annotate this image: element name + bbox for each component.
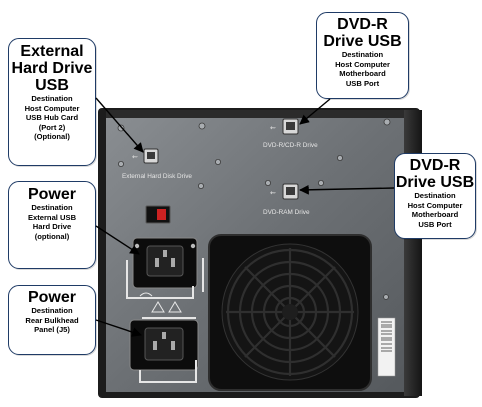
- callout-title-line: External: [20, 43, 84, 60]
- callout-sub-line: Motherboard: [339, 69, 386, 78]
- callout-external-hard-drive-usb: External Hard Drive USB Destination Host…: [8, 38, 96, 166]
- usb-port-dvd-rcdr: ⇜: [270, 118, 299, 135]
- callout-title-line: Drive USB: [323, 33, 402, 50]
- callout-power-external-usb-hdd: Power Destination External USB Hard Driv…: [8, 181, 96, 269]
- cooling-fan: [208, 234, 372, 391]
- callout-title-line: Power: [27, 289, 76, 306]
- callout-sub-line: External USB: [27, 212, 77, 222]
- callout-sub-line: Rear Bulkhead: [25, 315, 79, 325]
- hazard-symbols: [139, 292, 182, 313]
- usb-port-external: ⇜: [132, 148, 159, 164]
- svg-text:⇜: ⇜: [132, 153, 138, 161]
- screws: [117, 118, 391, 300]
- power-switch: [145, 205, 171, 224]
- power-inlet-lower: [129, 317, 199, 383]
- callout-sub-line: (Port 2): [38, 122, 66, 132]
- callout-title-line: Power: [27, 186, 76, 203]
- usb-port-dvd-ram: ⇜: [270, 183, 299, 200]
- callout-sub-line: (optional): [34, 231, 70, 241]
- svg-text:⇜: ⇜: [270, 124, 276, 132]
- callout-sub-line: (Optional): [34, 132, 70, 141]
- port-label-dvd-rcdr: DVD-R/CD-R Drive: [263, 142, 318, 149]
- callout-sub-line: Host Computer: [335, 59, 390, 69]
- callout-title-line: USB: [35, 77, 69, 94]
- callout-sub-line: Host Computer: [407, 200, 463, 210]
- serial-barcode-label: [377, 317, 396, 377]
- callout-sub-line: Host Computer: [24, 103, 80, 113]
- callout-title-line: DVD-R: [337, 16, 388, 33]
- callout-sub-line: Destination: [31, 306, 73, 315]
- callout-dvd-r-drive-usb-top: DVD-R Drive USB Destination Host Compute…: [316, 12, 409, 99]
- callout-sub-line: Destination: [31, 94, 73, 103]
- callout-title-line: Drive USB: [395, 174, 475, 191]
- callout-sub-line: USB Port: [418, 219, 452, 229]
- callout-sub-line: USB Port: [345, 78, 380, 88]
- svg-text:⇜: ⇜: [270, 189, 276, 197]
- callout-dvd-r-drive-usb-right: DVD-R Drive USB Destination Host Compute…: [394, 153, 476, 239]
- callout-sub-line: Hard Drive: [32, 222, 72, 231]
- callout-title-line: Hard Drive: [11, 60, 93, 77]
- callout-sub-line: Destination: [414, 191, 456, 200]
- callout-sub-line: Panel (J5): [34, 325, 70, 334]
- callout-sub-line: Destination: [341, 50, 384, 59]
- callout-sub-line: Destination: [31, 203, 73, 212]
- port-label-external-hdd: External Hard Disk Drive: [122, 173, 192, 180]
- callout-sub-line: USB Hub Card: [25, 113, 79, 122]
- callout-power-rear-bulkhead: Power Destination Rear Bulkhead Panel (J…: [8, 285, 96, 355]
- port-label-dvd-ram: DVD-RAM Drive: [263, 209, 310, 216]
- callout-title-line: DVD-R: [409, 157, 461, 174]
- callout-sub-line: Motherboard: [411, 210, 459, 219]
